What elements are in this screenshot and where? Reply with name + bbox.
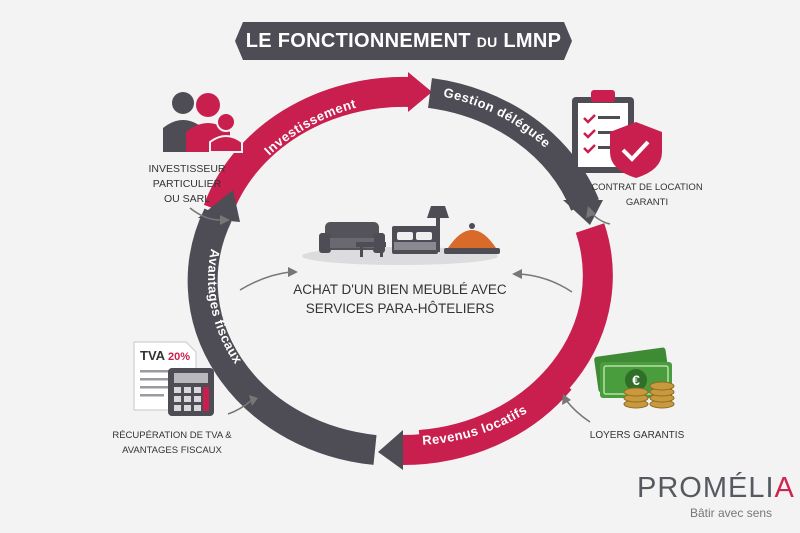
center-caption-line1: Achat d'un bien meublé avec: [293, 282, 507, 297]
tva-label-line1: Récupération de TVA &: [112, 430, 232, 441]
svg-text:€: €: [632, 372, 640, 388]
contract-label-line1: Contrat de location: [591, 182, 703, 193]
arc-gestion: [427, 78, 599, 211]
brand-name-end: A: [774, 472, 795, 504]
brand-tagline: Bâtir avec sens: [690, 506, 773, 520]
page-title: LE FONCTIONNEMENT DU LMNP: [243, 22, 564, 60]
furnished-property-icon: [302, 206, 500, 265]
clipboard-shield-icon: [572, 90, 662, 178]
title-main: LE FONCTIONNEMENT: [245, 30, 471, 52]
cycle-ring: [187, 72, 613, 470]
title-du: DU: [476, 34, 498, 50]
center-caption-line2: services para-hôteliers: [305, 301, 495, 316]
brand-logo: PROMÉLIA: [637, 472, 795, 505]
arrow-head-investissement: [408, 72, 432, 112]
title-acronym: LMNP: [503, 30, 562, 52]
tva-doc-rate: 20%: [168, 351, 190, 363]
loyers-label: Loyers garantis: [589, 430, 685, 441]
label-gestion: Gestion déléguée: [442, 85, 553, 151]
investors-people-icon: [163, 92, 243, 153]
arrow-head-revenus: [378, 430, 403, 470]
center-caption: Achat d'un bien meublé avec services par…: [290, 280, 510, 318]
arc-avantages: [187, 208, 377, 465]
investor-label: Investisseur particulier ou SARL: [132, 162, 242, 207]
tva-label: Récupération de TVA & avantages fiscaux: [98, 428, 246, 458]
arc-investissement: [203, 76, 411, 216]
contract-label-line2: garanti: [625, 197, 669, 208]
arc-revenus: [399, 370, 572, 466]
tva-doc-label: TVA: [140, 348, 166, 363]
title-banner: [235, 22, 572, 60]
tva-calculator-icon: TVA 20%: [133, 341, 214, 416]
arrow-head-gestion: [563, 200, 603, 225]
investor-label-line2: particulier: [152, 178, 222, 190]
money-icon: €: [594, 347, 675, 409]
contract-label: Contrat de location garanti: [582, 180, 712, 210]
connector-arrows: [189, 206, 611, 423]
investor-label-line1: Investisseur: [148, 163, 226, 175]
tva-label-line2: avantages fiscaux: [122, 445, 222, 456]
brand-name-start: PROMÉLI: [637, 472, 775, 504]
arrow-head-avantages: [198, 190, 240, 222]
investor-label-line3: ou SARL: [163, 193, 211, 205]
